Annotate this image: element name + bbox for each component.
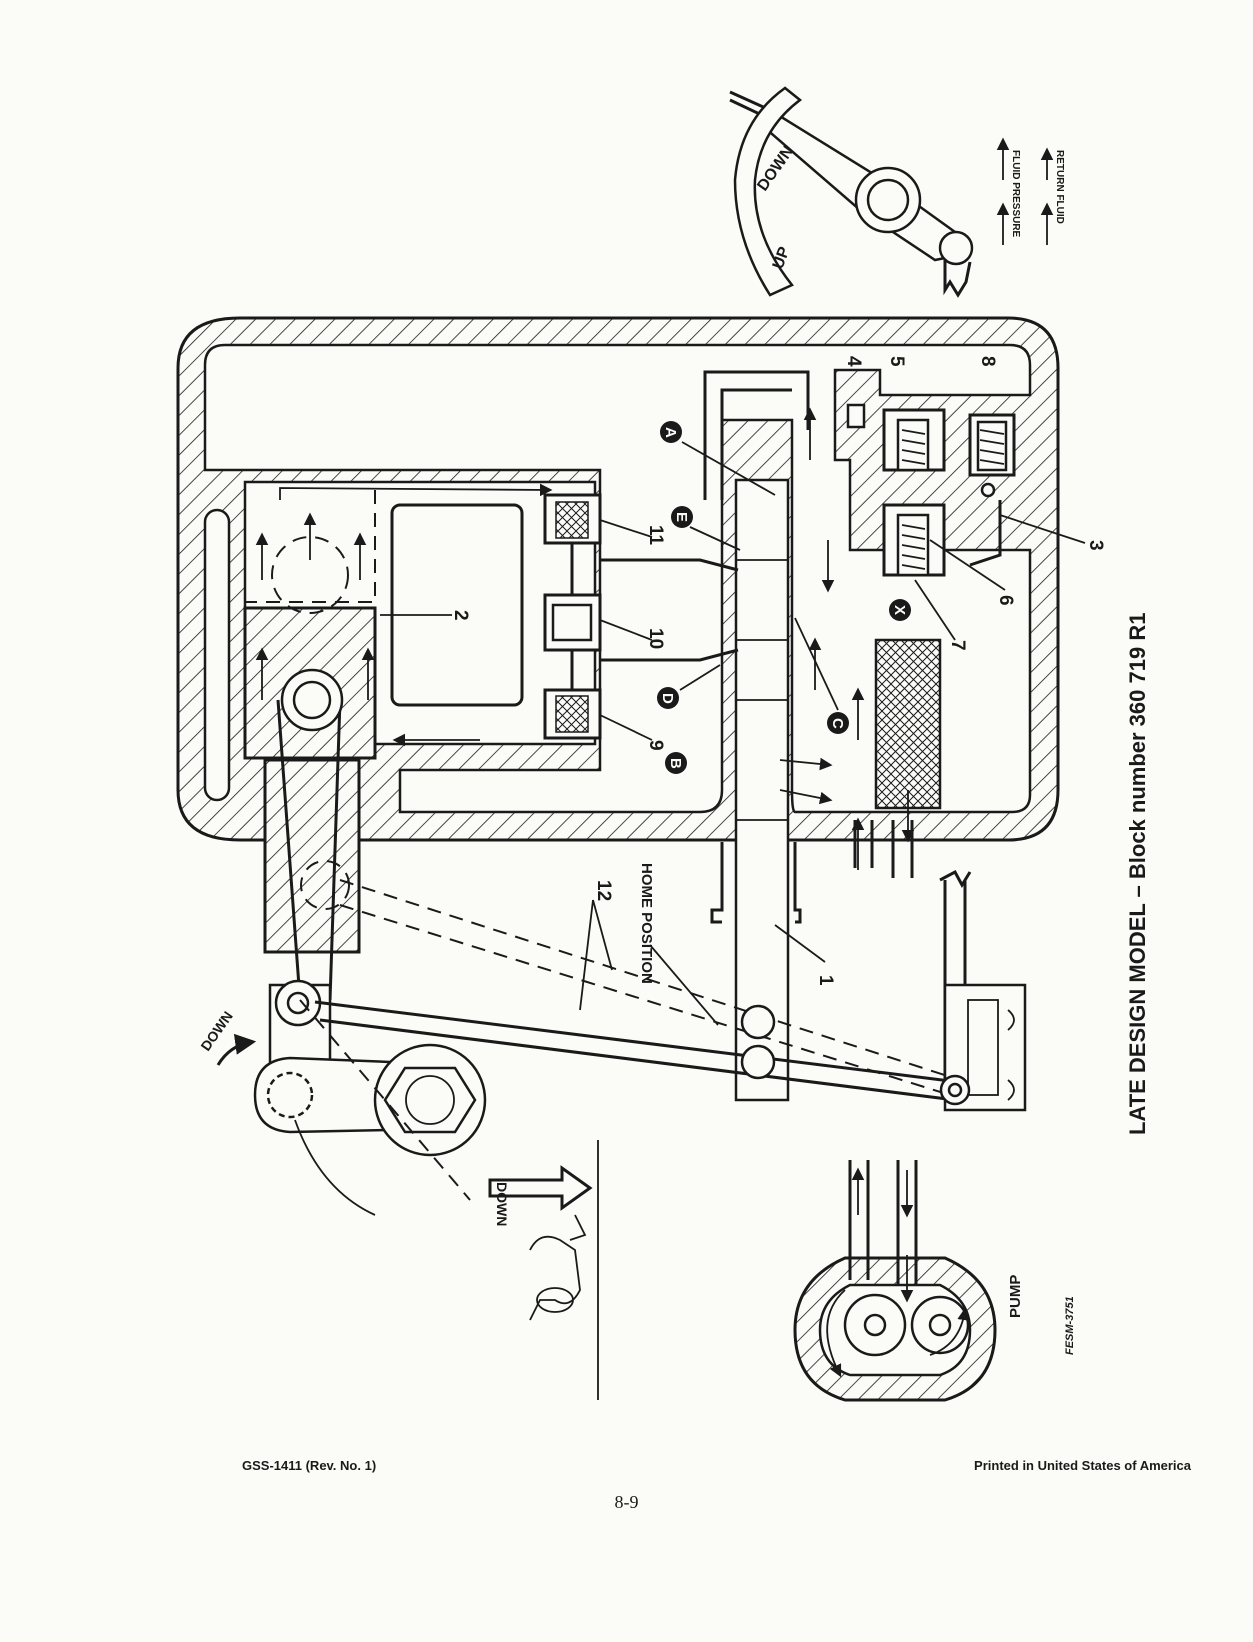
callout-6: 6 — [995, 595, 1016, 606]
diagram-title: LATE DESIGN MODEL – Block number 360 719… — [1125, 613, 1150, 1135]
pump-label: PUMP — [1007, 1275, 1024, 1318]
legend-fluid-pressure: FLUID PRESSURE — [1010, 150, 1021, 238]
port-x: X — [891, 605, 908, 615]
leader-lines — [380, 514, 1086, 1026]
callout-3: 3 — [1085, 540, 1106, 551]
valve-housing — [176, 316, 1060, 954]
lever-quadrant — [729, 86, 974, 298]
callout-11: 11 — [645, 525, 666, 546]
callout-12: 12 — [593, 880, 614, 901]
port-a: A — [662, 427, 679, 438]
home-position-label: HOME POSITION — [638, 863, 655, 984]
pump — [793, 1160, 997, 1402]
port-e: E — [673, 512, 690, 522]
control-valve-spool — [703, 370, 810, 1102]
callout-8: 8 — [977, 356, 998, 367]
callout-1: 1 — [815, 975, 836, 986]
callout-5: 5 — [886, 356, 907, 367]
port-b: B — [667, 758, 684, 769]
figure-code: FESM-3751 — [1064, 1296, 1076, 1355]
port-d: D — [659, 693, 676, 704]
tractor-sketch — [529, 1214, 587, 1321]
linkage — [253, 668, 1027, 1216]
flow-arrows — [216, 137, 1054, 1378]
pressure-valves — [846, 403, 1016, 878]
legend-return-fluid: RETURN FLUID — [1054, 150, 1065, 224]
callout-7: 7 — [947, 640, 968, 651]
callout-10: 10 — [645, 628, 666, 649]
footer-printed: Printed in United States of America — [974, 1458, 1191, 1473]
port-letters: A B C D E X — [657, 421, 911, 774]
callout-9: 9 — [645, 740, 666, 751]
relief-valves — [543, 493, 739, 740]
down-arrow-label: DOWN — [494, 1182, 510, 1226]
page-number: 8-9 — [614, 1492, 639, 1512]
port-c: C — [829, 718, 846, 729]
callout-numbers: 1 2 3 4 5 6 7 8 9 10 11 12 — [450, 356, 1106, 986]
down-label: DOWN — [197, 1008, 236, 1053]
callout-4: 4 — [843, 356, 864, 367]
footer-document-code: GSS-1411 (Rev. No. 1) — [242, 1458, 377, 1473]
piston-phantom — [244, 481, 376, 614]
lever-up-label: UP — [770, 244, 794, 271]
callout-2: 2 — [450, 610, 471, 621]
